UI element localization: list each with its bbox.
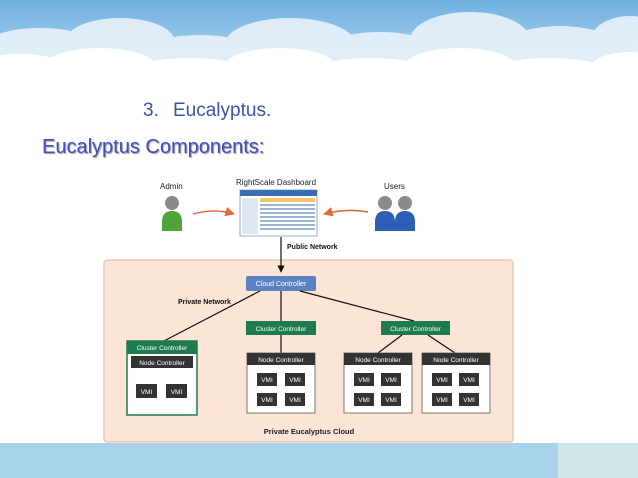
admin-label: Admin	[160, 182, 183, 191]
vmi-label: VMI	[289, 397, 301, 404]
users-arrow	[323, 207, 369, 217]
footer-corner-tile	[558, 443, 638, 478]
node-3a-controller-box	[344, 353, 412, 365]
private-network-label: Private Network	[178, 299, 231, 306]
node-3a-vmis	[354, 373, 401, 406]
vmi-label: VMI	[289, 377, 301, 384]
cloud-controller-box	[246, 276, 316, 291]
vmi-label: VMI	[436, 397, 448, 404]
admin-arrow	[192, 206, 235, 217]
section-number: 3.	[143, 100, 159, 121]
cluster-1-controller-box	[127, 341, 197, 354]
cluster-3-controller-box	[381, 321, 450, 335]
vmi-label: VMI	[171, 389, 183, 396]
cluster-3-link-a	[377, 334, 403, 354]
dashboard-thumbnail	[239, 189, 318, 237]
admin-person-icon	[162, 196, 182, 231]
vmi-label: VMI	[463, 377, 475, 384]
node-2-vmis	[257, 373, 305, 406]
users-label: Users	[384, 182, 405, 191]
node-2-controller-label: Node Controller	[258, 357, 304, 364]
vmi-label: VMI	[385, 397, 397, 404]
private-network-links	[161, 290, 415, 343]
node-3b-controller-label: Node Controller	[433, 357, 479, 364]
node-2-controller-box	[247, 353, 315, 365]
cluster-1-node-controller-label: Node Controller	[139, 360, 185, 367]
vmi-label: VMI	[463, 397, 475, 404]
cluster-3-controller-label: Cluster Controller	[390, 326, 441, 333]
section-title: Eucalyptus.	[173, 100, 272, 121]
vmi-label: VMI	[358, 397, 370, 404]
sky-banner	[0, 0, 638, 80]
section-heading: 3. Eucalyptus.	[143, 100, 271, 122]
cluster-1-node-controller-box	[131, 356, 193, 368]
cluster-1-vmis	[136, 384, 187, 398]
vmi-label: VMI	[261, 377, 273, 384]
vmi-label: VMI	[436, 377, 448, 384]
slide-subtitle: Eucalyptus Components:	[42, 136, 265, 158]
node-3b-vmis	[432, 373, 479, 406]
vmi-label: VMI	[261, 397, 273, 404]
cluster-1-controller-label: Cluster Controller	[137, 345, 188, 352]
private-cloud-label: Private Eucalyptus Cloud	[264, 427, 355, 436]
cloud-controller-label: Cloud Controller	[256, 281, 307, 288]
node-3a-controller-label: Node Controller	[355, 357, 401, 364]
vmi-label: VMI	[385, 377, 397, 384]
footer-band	[0, 443, 638, 478]
users-icon	[375, 196, 415, 231]
cluster-2-controller-label: Cluster Controller	[256, 326, 307, 333]
cluster-3-link-b	[427, 334, 456, 354]
public-network-label: Public Network	[287, 244, 338, 251]
dashboard-label: RightScale Dashboard	[236, 178, 316, 187]
vmi-label: VMI	[141, 389, 153, 396]
vmi-label: VMI	[358, 377, 370, 384]
node-3b-controller-box	[422, 353, 490, 365]
cluster-2-controller-box	[246, 321, 316, 335]
